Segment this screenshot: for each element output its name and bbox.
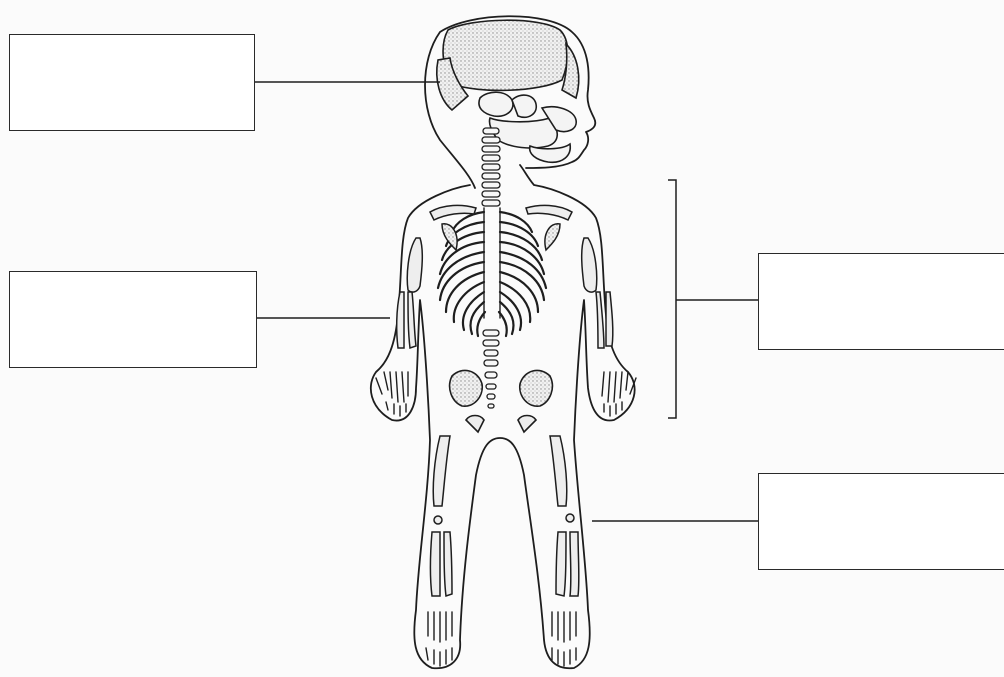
label-box-trunk[interactable] (758, 253, 1004, 350)
trunk-bracket (668, 180, 676, 418)
leader-lines (255, 82, 758, 521)
label-text-leg (759, 474, 1004, 486)
rib-cage (438, 208, 546, 336)
label-box-skull[interactable] (9, 34, 255, 131)
label-text-trunk (759, 254, 1004, 266)
pelvis (450, 370, 553, 432)
skull (437, 20, 579, 162)
label-text-skull (10, 35, 254, 47)
label-box-leg[interactable] (758, 473, 1004, 570)
foot-bones (426, 612, 576, 666)
label-text-arm (10, 272, 256, 284)
label-box-arm[interactable] (9, 271, 257, 368)
leg-bones (431, 436, 579, 596)
